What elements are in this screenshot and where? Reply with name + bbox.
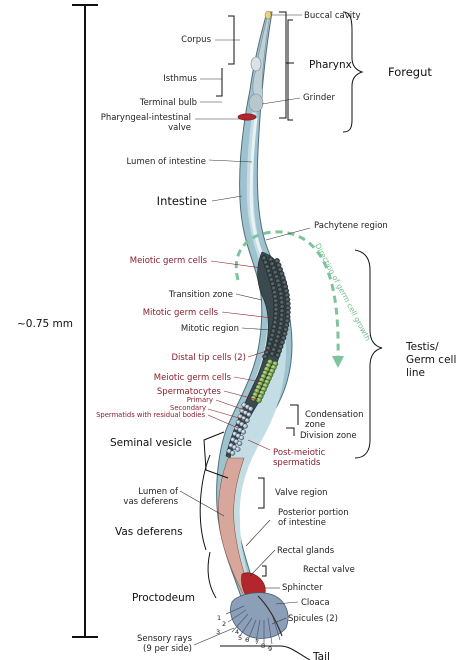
ray-number: 5 (238, 634, 242, 642)
label-condensation-1: Condensation (305, 410, 363, 420)
label-buccal-cavity: Buccal cavity (304, 11, 360, 21)
label-pi-valve-2: valve (168, 123, 191, 133)
worm-body (216, 10, 293, 601)
label-sphincter: Sphincter (282, 583, 323, 593)
germ-cell (269, 350, 275, 357)
intestine-tissue (224, 20, 286, 596)
label-mitotic-germ-cells: Mitotic germ cells (143, 308, 219, 318)
label-rectal-glands: Rectal glands (277, 546, 335, 556)
label-condensation-2: zone (305, 420, 325, 430)
label-pachytene: Pachytene region (314, 221, 388, 231)
label-secondary: Secondary (170, 404, 206, 412)
label-testis-1: Testis/ (405, 341, 439, 353)
label-meiotic-germ-cells-1: Meiotic germ cells (130, 256, 208, 266)
ray-number: 1 (217, 614, 221, 622)
sensory-rays (225, 605, 281, 645)
germ-cells (226, 255, 291, 456)
label-isthmus: Isthmus (163, 74, 197, 84)
germ-cell (238, 435, 245, 441)
label-vas-deferens: Vas deferens (115, 526, 183, 538)
label-rectal-valve: Rectal valve (303, 565, 355, 575)
label-pi-valve-1: Pharyngeal-intestinal (101, 113, 191, 123)
scale-label: ~0.75 mm (17, 318, 73, 330)
label-tail: Tail (312, 651, 330, 660)
label-posterior-intestine-2: of intestine (278, 518, 326, 528)
label-foregut: Foregut (388, 65, 432, 79)
leader-lines (179, 14, 311, 646)
label-division-zone: Division zone (300, 431, 357, 441)
germ-cell (237, 440, 243, 447)
germ-cell (235, 446, 241, 452)
label-spermatids-residual: Spermatids with residual bodies (96, 411, 205, 419)
label-distal-tip-cells: Distal tip cells (2) (171, 353, 246, 363)
germ-cell (248, 406, 254, 412)
gonad (225, 251, 291, 459)
labels: Buccal cavity Corpus Pharynx Foregut Ist… (96, 11, 456, 660)
germ-cell (244, 417, 250, 423)
buccal-cavity (264, 10, 272, 20)
label-intestine: Intestine (157, 194, 207, 208)
label-lumen-vas-2: vas deferens (123, 497, 178, 507)
label-mitotic-region: Mitotic region (181, 324, 239, 334)
label-lumen-vas-1: Lumen of (138, 487, 179, 497)
spicules (257, 595, 283, 637)
label-testis-3: line (406, 367, 425, 379)
direction-label: Direction of germ cell growth (313, 242, 372, 343)
label-primary: Primary (187, 396, 213, 404)
ray-number: 3 (216, 628, 220, 636)
germ-cell (242, 423, 248, 429)
grinder (250, 56, 262, 72)
germ-cell (240, 429, 246, 435)
label-pharynx: Pharynx (309, 59, 352, 71)
germ-cell (246, 412, 252, 418)
tail (225, 572, 289, 645)
ray-number: 9 (268, 645, 272, 653)
label-corpus: Corpus (181, 35, 211, 45)
ray-number: 7 (255, 638, 259, 646)
scale-bar: ~0.75 mm (12, 4, 98, 638)
label-post-meiotic-1: Post-meiotic (273, 448, 326, 458)
label-terminal-bulb: Terminal bulb (139, 98, 197, 108)
ray-number: 6 (245, 636, 249, 644)
germ-cell (230, 450, 236, 456)
label-post-meiotic-2: spermatids (273, 458, 321, 468)
label-transition-zone: Transition zone (168, 290, 233, 300)
lumen-of-intestine (249, 117, 264, 256)
label-spermatocytes: Spermatocytes (157, 387, 222, 397)
ray-number: 4 (235, 628, 239, 636)
label-grinder: Grinder (303, 93, 335, 103)
germ-cell (274, 352, 281, 358)
label-sensory-rays-1: Sensory rays (137, 634, 193, 644)
label-proctodeum: Proctodeum (132, 592, 195, 604)
terminal-bulb (248, 93, 264, 113)
label-testis-2: Germ cell (406, 354, 456, 366)
label-meiotic-germ-cells-2: Meiotic germ cells (154, 373, 232, 383)
germ-cell (255, 397, 262, 404)
tail-fan (230, 592, 289, 639)
label-valve-region: Valve region (275, 488, 328, 498)
label-sensory-rays-2: (9 per side) (143, 644, 192, 654)
label-lumen-intestine: Lumen of intestine (126, 157, 206, 167)
label-spicules: Spicules (2) (288, 614, 338, 624)
braces (199, 11, 383, 660)
pharyngeal-intestinal-valve (237, 113, 257, 121)
label-cloaca: Cloaca (301, 598, 330, 608)
germ-cell (262, 353, 268, 360)
ray-number: 2 (222, 620, 226, 628)
ray-number: 8 (261, 642, 265, 650)
ray-numbers: 1 2 3 4 5 6 7 8 9 (216, 614, 272, 653)
label-seminal-vesicle: Seminal vesicle (110, 437, 192, 449)
label-posterior-intestine-1: Posterior portion (278, 508, 349, 518)
